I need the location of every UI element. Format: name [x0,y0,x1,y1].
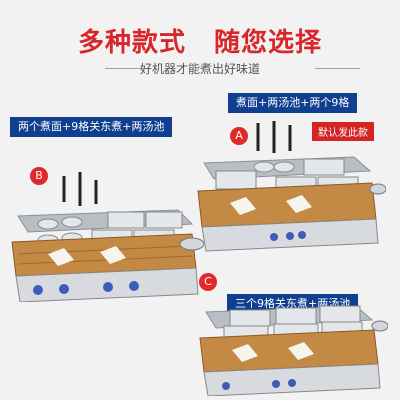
wells [223,305,363,343]
model-b-caption: 两个煮面+9格关东煮+两汤池 [10,117,173,137]
noodle-baskets-rods [62,172,98,206]
subtitle-divider-right [315,68,360,69]
paper-note-left [48,248,74,266]
title-left: 多种款式 [77,28,186,58]
side-cup [369,183,386,195]
cooker-b-image [11,172,204,302]
paper-note-right [286,195,312,213]
wood-grain [17,245,193,265]
cooker-c-image [199,305,388,396]
model-a-badge: A [230,127,248,145]
control-knobs [270,231,306,241]
paper-note-left [232,344,258,362]
default-model-tag: 默认发此款 [312,122,374,141]
model-a-caption: 煮面+两汤池+两个9格 [228,93,358,113]
title-right: 随您选择 [214,28,323,58]
control-knobs [222,379,296,390]
subtitle-row: 好机器才能煮出好味道 [0,58,400,78]
model-b-badge: B [30,167,48,185]
model-c-badge: C [199,273,217,291]
subtitle: 好机器才能煮出好味道 [139,62,260,76]
cooker-a-image [197,121,386,252]
noodle-basket-rods [256,121,292,153]
subtitle-divider-left [105,68,145,69]
paper-note-left [230,197,256,215]
page-title: 多种款式随您选择 [0,22,400,59]
paper-note-right [100,246,126,264]
paper-note-right [288,342,314,360]
side-cup [179,237,204,251]
side-cup [371,320,388,332]
control-knobs [33,281,139,295]
